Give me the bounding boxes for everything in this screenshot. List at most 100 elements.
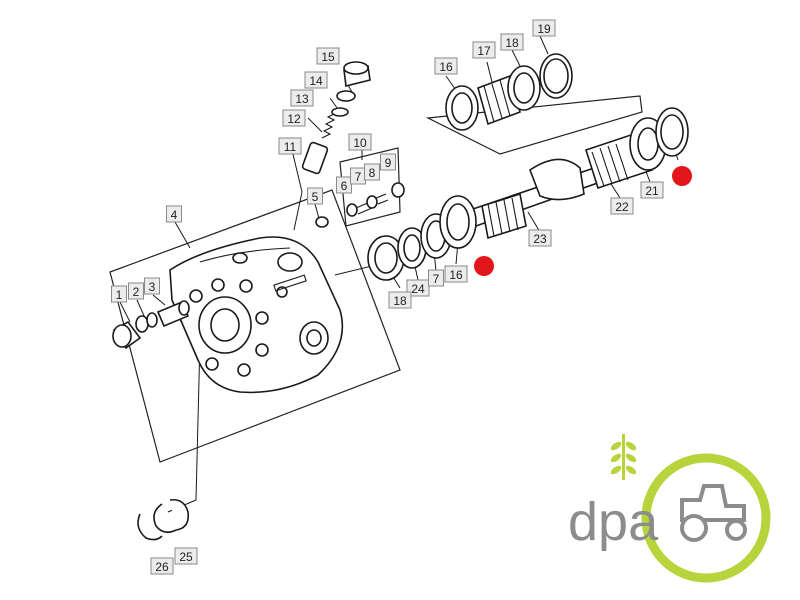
- callout-18-17: 18: [500, 33, 524, 51]
- callout-box: [434, 57, 458, 75]
- callout-7-6: 7: [350, 167, 366, 185]
- callout-5-4: 5: [307, 187, 323, 205]
- callout-box: [174, 547, 198, 565]
- callout-10-9: 10: [348, 133, 372, 151]
- callout-box: [282, 109, 306, 127]
- callout-number: 6: [341, 179, 348, 193]
- drive-shaft-assembly: [468, 107, 689, 240]
- callout-17-16: 17: [472, 41, 496, 59]
- callout-box: [290, 89, 314, 107]
- callout-number: 10: [353, 136, 367, 150]
- callout-number: 2: [133, 285, 140, 299]
- logo-text: dpa: [568, 492, 659, 552]
- callout-box: [336, 176, 352, 194]
- callout-number: 18: [393, 294, 407, 308]
- bolt-holes: [189, 278, 288, 377]
- callout-number: 22: [615, 200, 629, 214]
- callout-number: 16: [449, 268, 463, 282]
- dpa-logo: dpa: [568, 434, 771, 583]
- callout-number: 14: [309, 74, 323, 88]
- frame-valve-group: [339, 147, 401, 227]
- callout-16-15: 16: [434, 57, 458, 75]
- callout-3-2: 3: [144, 277, 160, 295]
- callout-number: 5: [312, 190, 319, 204]
- wheat-icon: [610, 434, 637, 480]
- callout-box: [532, 19, 556, 37]
- callout-9-8: 9: [380, 153, 396, 171]
- callout-number: 23: [533, 232, 547, 246]
- callout-number: 13: [295, 92, 309, 106]
- callout-box: [304, 71, 328, 89]
- pump-body: [169, 236, 344, 394]
- callout-box: [428, 269, 444, 287]
- callout-box: [528, 229, 552, 247]
- callout-number: 16: [439, 60, 453, 74]
- callout-number: 26: [155, 560, 169, 574]
- callout-box: [307, 187, 323, 205]
- callout-14-13: 14: [304, 71, 328, 89]
- upper-bearing-rings: [445, 53, 573, 131]
- callout-box: [144, 277, 160, 295]
- callout-box: [380, 153, 396, 171]
- lower-bearing-rings: [367, 195, 477, 281]
- callout-number: 21: [645, 184, 659, 198]
- callout-number: 11: [284, 140, 297, 154]
- callout-number: 18: [505, 36, 519, 50]
- callout-box: [128, 282, 144, 300]
- callout-number: 19: [537, 22, 551, 36]
- retaining-clips: [137, 498, 190, 541]
- callout-number: 1: [116, 288, 123, 302]
- callout-box: [406, 279, 430, 297]
- callout-8-7: 8: [364, 163, 380, 181]
- callout-15-14: 15: [316, 47, 340, 65]
- callout-box: [111, 285, 127, 303]
- callout-box: [278, 137, 302, 155]
- callout-number: 25: [179, 550, 193, 564]
- callout-23-25: 23: [528, 229, 552, 247]
- callout-2-1: 2: [128, 282, 144, 300]
- highlight-dot-bearing: [474, 256, 494, 276]
- logo-ring: [641, 453, 771, 583]
- callout-box: [316, 47, 340, 65]
- callout-26-27: 26: [150, 557, 174, 575]
- callout-16-19: 16: [444, 265, 468, 283]
- callout-number: 7: [433, 272, 440, 286]
- valve-group-parts: [315, 182, 405, 228]
- callout-4-3: 4: [166, 205, 182, 223]
- callout-number: 12: [287, 112, 301, 126]
- callout-21-23: 21: [640, 181, 664, 199]
- frame-bearing-group: [425, 95, 643, 155]
- relief-valve-assembly: [112, 300, 190, 350]
- callout-12-11: 12: [282, 109, 306, 127]
- callout-number: 8: [369, 166, 376, 180]
- highlight-dot-shaft-end: [672, 166, 692, 186]
- callout-box: [500, 33, 524, 51]
- callout-number: 15: [321, 50, 335, 64]
- callout-18-22: 18: [388, 291, 412, 309]
- callout-box: [166, 205, 182, 223]
- callout-box: [364, 163, 380, 181]
- callout-13-12: 13: [290, 89, 314, 107]
- callout-number: 4: [171, 208, 178, 222]
- callout-number: 9: [385, 156, 392, 170]
- callout-box: [348, 133, 372, 151]
- callout-6-5: 6: [336, 176, 352, 194]
- callout-24-20: 24: [406, 279, 430, 297]
- callout-box: [610, 197, 634, 215]
- callout-number: 7: [355, 170, 362, 184]
- callout-22-24: 22: [610, 197, 634, 215]
- callout-box: [640, 181, 664, 199]
- callout-box: [444, 265, 468, 283]
- tractor-icon: [680, 484, 747, 542]
- callout-11-10: 11: [278, 137, 302, 155]
- callout-box: [150, 557, 174, 575]
- spring-stack: [301, 61, 371, 175]
- callout-number: 17: [477, 44, 491, 58]
- callout-number: 3: [149, 280, 156, 294]
- callout-box: [388, 291, 412, 309]
- callout-1-0: 1: [111, 285, 127, 303]
- callout-box: [472, 41, 496, 59]
